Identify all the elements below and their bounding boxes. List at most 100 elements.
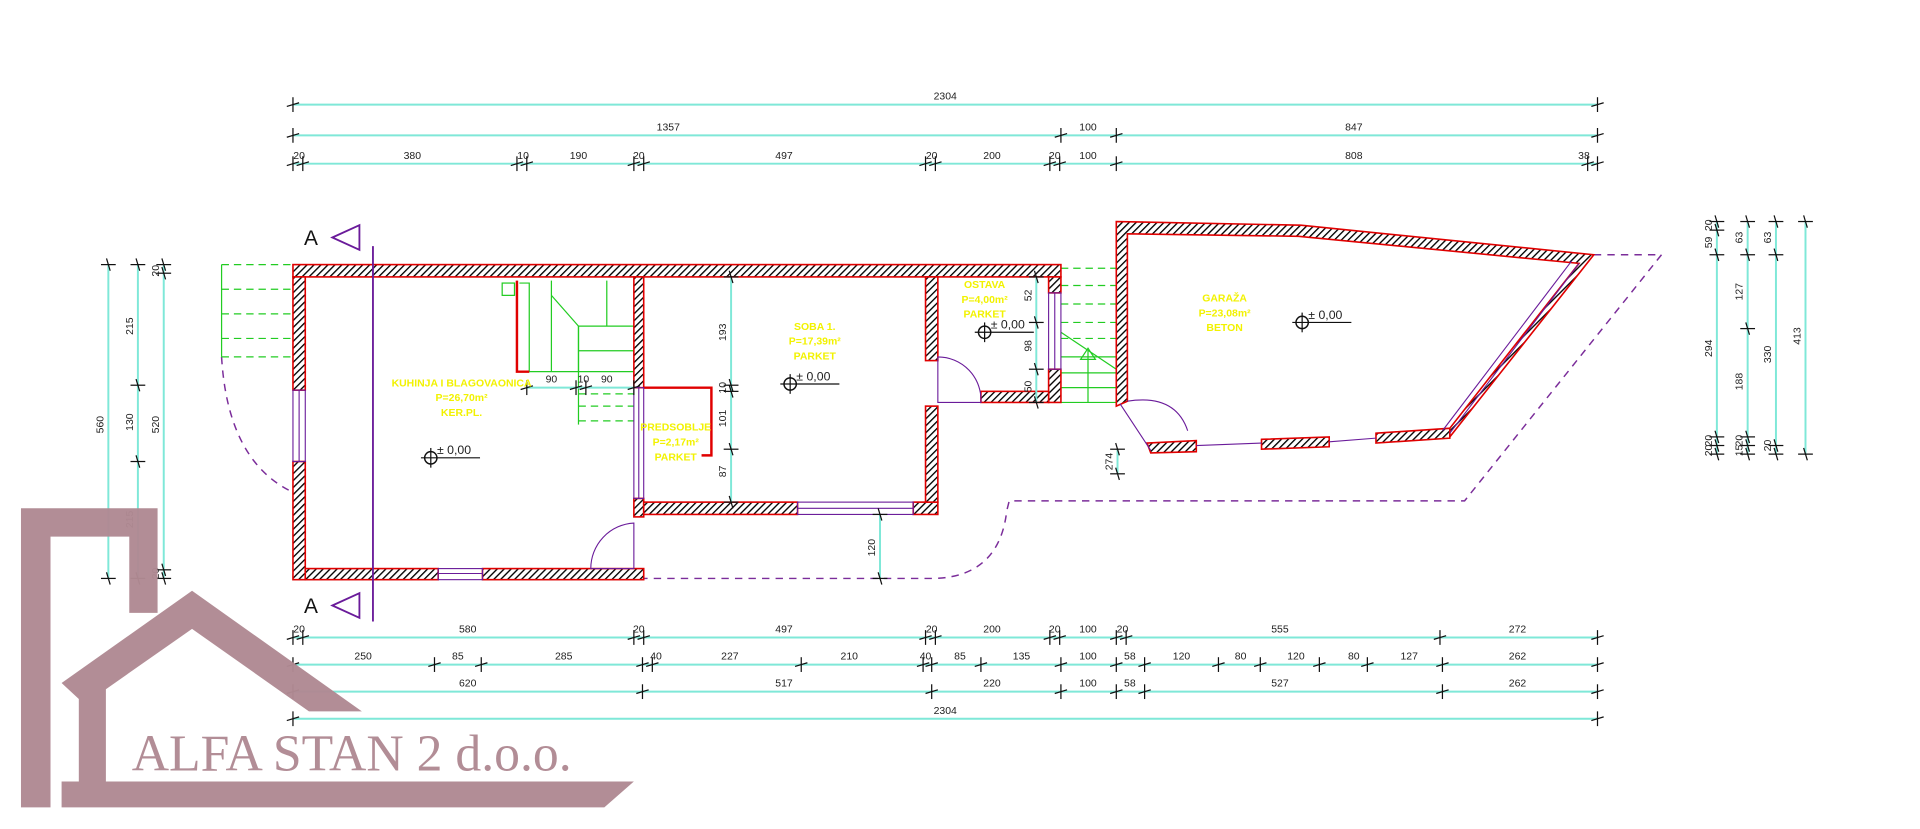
dimension-label: 40 bbox=[920, 652, 932, 663]
dimension-label: 100 bbox=[1079, 625, 1097, 636]
dimension-tick bbox=[296, 156, 310, 172]
dimension-tick bbox=[1109, 657, 1123, 672]
dimension-tick bbox=[1043, 156, 1057, 172]
dimension-tick bbox=[1028, 270, 1044, 284]
dimension-label: 38 bbox=[1578, 151, 1590, 162]
dimension-label: 555 bbox=[1271, 625, 1289, 636]
openings bbox=[292, 260, 1580, 581]
dimension-tick bbox=[1053, 156, 1067, 172]
dimension-label: 90 bbox=[546, 375, 558, 386]
dimension-tick bbox=[723, 442, 739, 456]
dimension-tick bbox=[1798, 215, 1813, 228]
dimension-label: 188 bbox=[1735, 373, 1746, 391]
dimension-tick bbox=[1433, 630, 1447, 645]
level-value: ± 0,00 bbox=[437, 443, 471, 457]
dimension-tick bbox=[1709, 439, 1725, 452]
dimension-tick bbox=[1798, 447, 1813, 461]
dimension-tick bbox=[156, 563, 172, 577]
dimension-label: 127 bbox=[1400, 652, 1418, 663]
level-marker: ± 0,00 bbox=[780, 369, 840, 394]
dimension-tick bbox=[1581, 156, 1594, 172]
dimension-tick bbox=[286, 97, 300, 112]
dimension-label: 20 bbox=[633, 625, 645, 636]
dimension-label: 20 bbox=[1704, 219, 1715, 231]
dimension-label: 380 bbox=[404, 151, 422, 162]
dimension-tick bbox=[637, 156, 651, 172]
dimension-label: 120 bbox=[867, 539, 878, 557]
dimension-tick bbox=[925, 657, 939, 672]
dimension-tick bbox=[1591, 630, 1604, 645]
dimension-label: 63 bbox=[1763, 232, 1774, 244]
dimension-label: 120 bbox=[1287, 652, 1305, 663]
dimension-tick bbox=[1028, 316, 1044, 329]
dimension-tick bbox=[627, 156, 641, 172]
dimension-label: 63 bbox=[1735, 232, 1746, 244]
level-value: ± 0,00 bbox=[796, 369, 830, 383]
logo-text: ALFA STAN 2 d.o.o. bbox=[132, 725, 572, 782]
dimension-label: 10 bbox=[517, 151, 529, 162]
dimension-label: 40 bbox=[650, 652, 662, 663]
dimension-tick bbox=[1110, 467, 1125, 481]
dimension-label: 100 bbox=[1079, 652, 1097, 663]
dimension-tick bbox=[723, 495, 739, 509]
dimension-tick bbox=[1110, 442, 1125, 456]
dimension-label: 20 bbox=[1049, 625, 1061, 636]
dimension-label: 210 bbox=[841, 652, 859, 663]
room-name: KUHINJA I BLAGOVAONICA bbox=[392, 378, 532, 389]
room-area: P=2,17m² bbox=[653, 438, 700, 449]
dimension-label: 80 bbox=[1235, 652, 1247, 663]
dimension-label: 20 bbox=[293, 151, 305, 162]
room-name: SOBA 1. bbox=[794, 322, 836, 333]
dimension-tick bbox=[1054, 127, 1068, 143]
dimension-tick bbox=[1043, 630, 1057, 645]
dimension-tick bbox=[1740, 430, 1756, 444]
dimension-tick bbox=[1768, 248, 1784, 262]
dimension-tick bbox=[974, 657, 988, 672]
level-marker: ± 0,00 bbox=[420, 443, 481, 468]
dimension-label: 135 bbox=[1013, 652, 1031, 663]
dimension-tick bbox=[1740, 447, 1756, 461]
dimension-tick bbox=[636, 684, 649, 700]
dimension-tick bbox=[1591, 127, 1604, 143]
dimension-label: 100 bbox=[1079, 122, 1097, 133]
dimension-label: 20 bbox=[151, 265, 162, 277]
dimension-tick bbox=[723, 385, 739, 398]
dimension-label: 100 bbox=[1079, 151, 1097, 162]
dimension-label: 20 bbox=[926, 625, 938, 636]
dimension-label: 262 bbox=[1509, 652, 1527, 663]
room-floor: PARKET bbox=[655, 452, 698, 463]
dimension-label: 20 bbox=[926, 151, 938, 162]
dimension-tick bbox=[286, 156, 300, 172]
room-floor: PARKET bbox=[794, 351, 837, 362]
dimension-label: 50 bbox=[1023, 380, 1034, 392]
dimension-tick bbox=[1109, 630, 1123, 645]
dimension-label: 330 bbox=[1763, 346, 1774, 364]
dimension-tick bbox=[925, 684, 939, 700]
dimension-label: 87 bbox=[718, 465, 729, 477]
room-area: P=23,08m² bbox=[1199, 308, 1252, 319]
dimension-label: 262 bbox=[1509, 679, 1527, 690]
dimension-label: 85 bbox=[954, 652, 966, 663]
dimension-tick bbox=[296, 630, 310, 645]
dimension-tick bbox=[723, 270, 739, 284]
level-marker: ± 0,00 bbox=[974, 318, 1034, 343]
dimension-tick bbox=[286, 711, 300, 727]
dimension-tick bbox=[156, 258, 172, 271]
dimension-tick bbox=[474, 657, 488, 672]
dimension-tick bbox=[919, 156, 932, 172]
dimension-label: 200 bbox=[983, 625, 1001, 636]
dimension-label: 560 bbox=[95, 416, 106, 434]
dimension-label: 80 bbox=[1348, 652, 1360, 663]
window bbox=[1048, 292, 1062, 370]
dimension-tick bbox=[872, 572, 888, 585]
dimension-label: 58 bbox=[1124, 679, 1136, 690]
dimension-label: 497 bbox=[775, 151, 793, 162]
window bbox=[292, 389, 306, 463]
dimension-tick bbox=[100, 572, 116, 585]
room-floor: BETON bbox=[1206, 323, 1242, 334]
dimension-tick bbox=[428, 657, 441, 672]
